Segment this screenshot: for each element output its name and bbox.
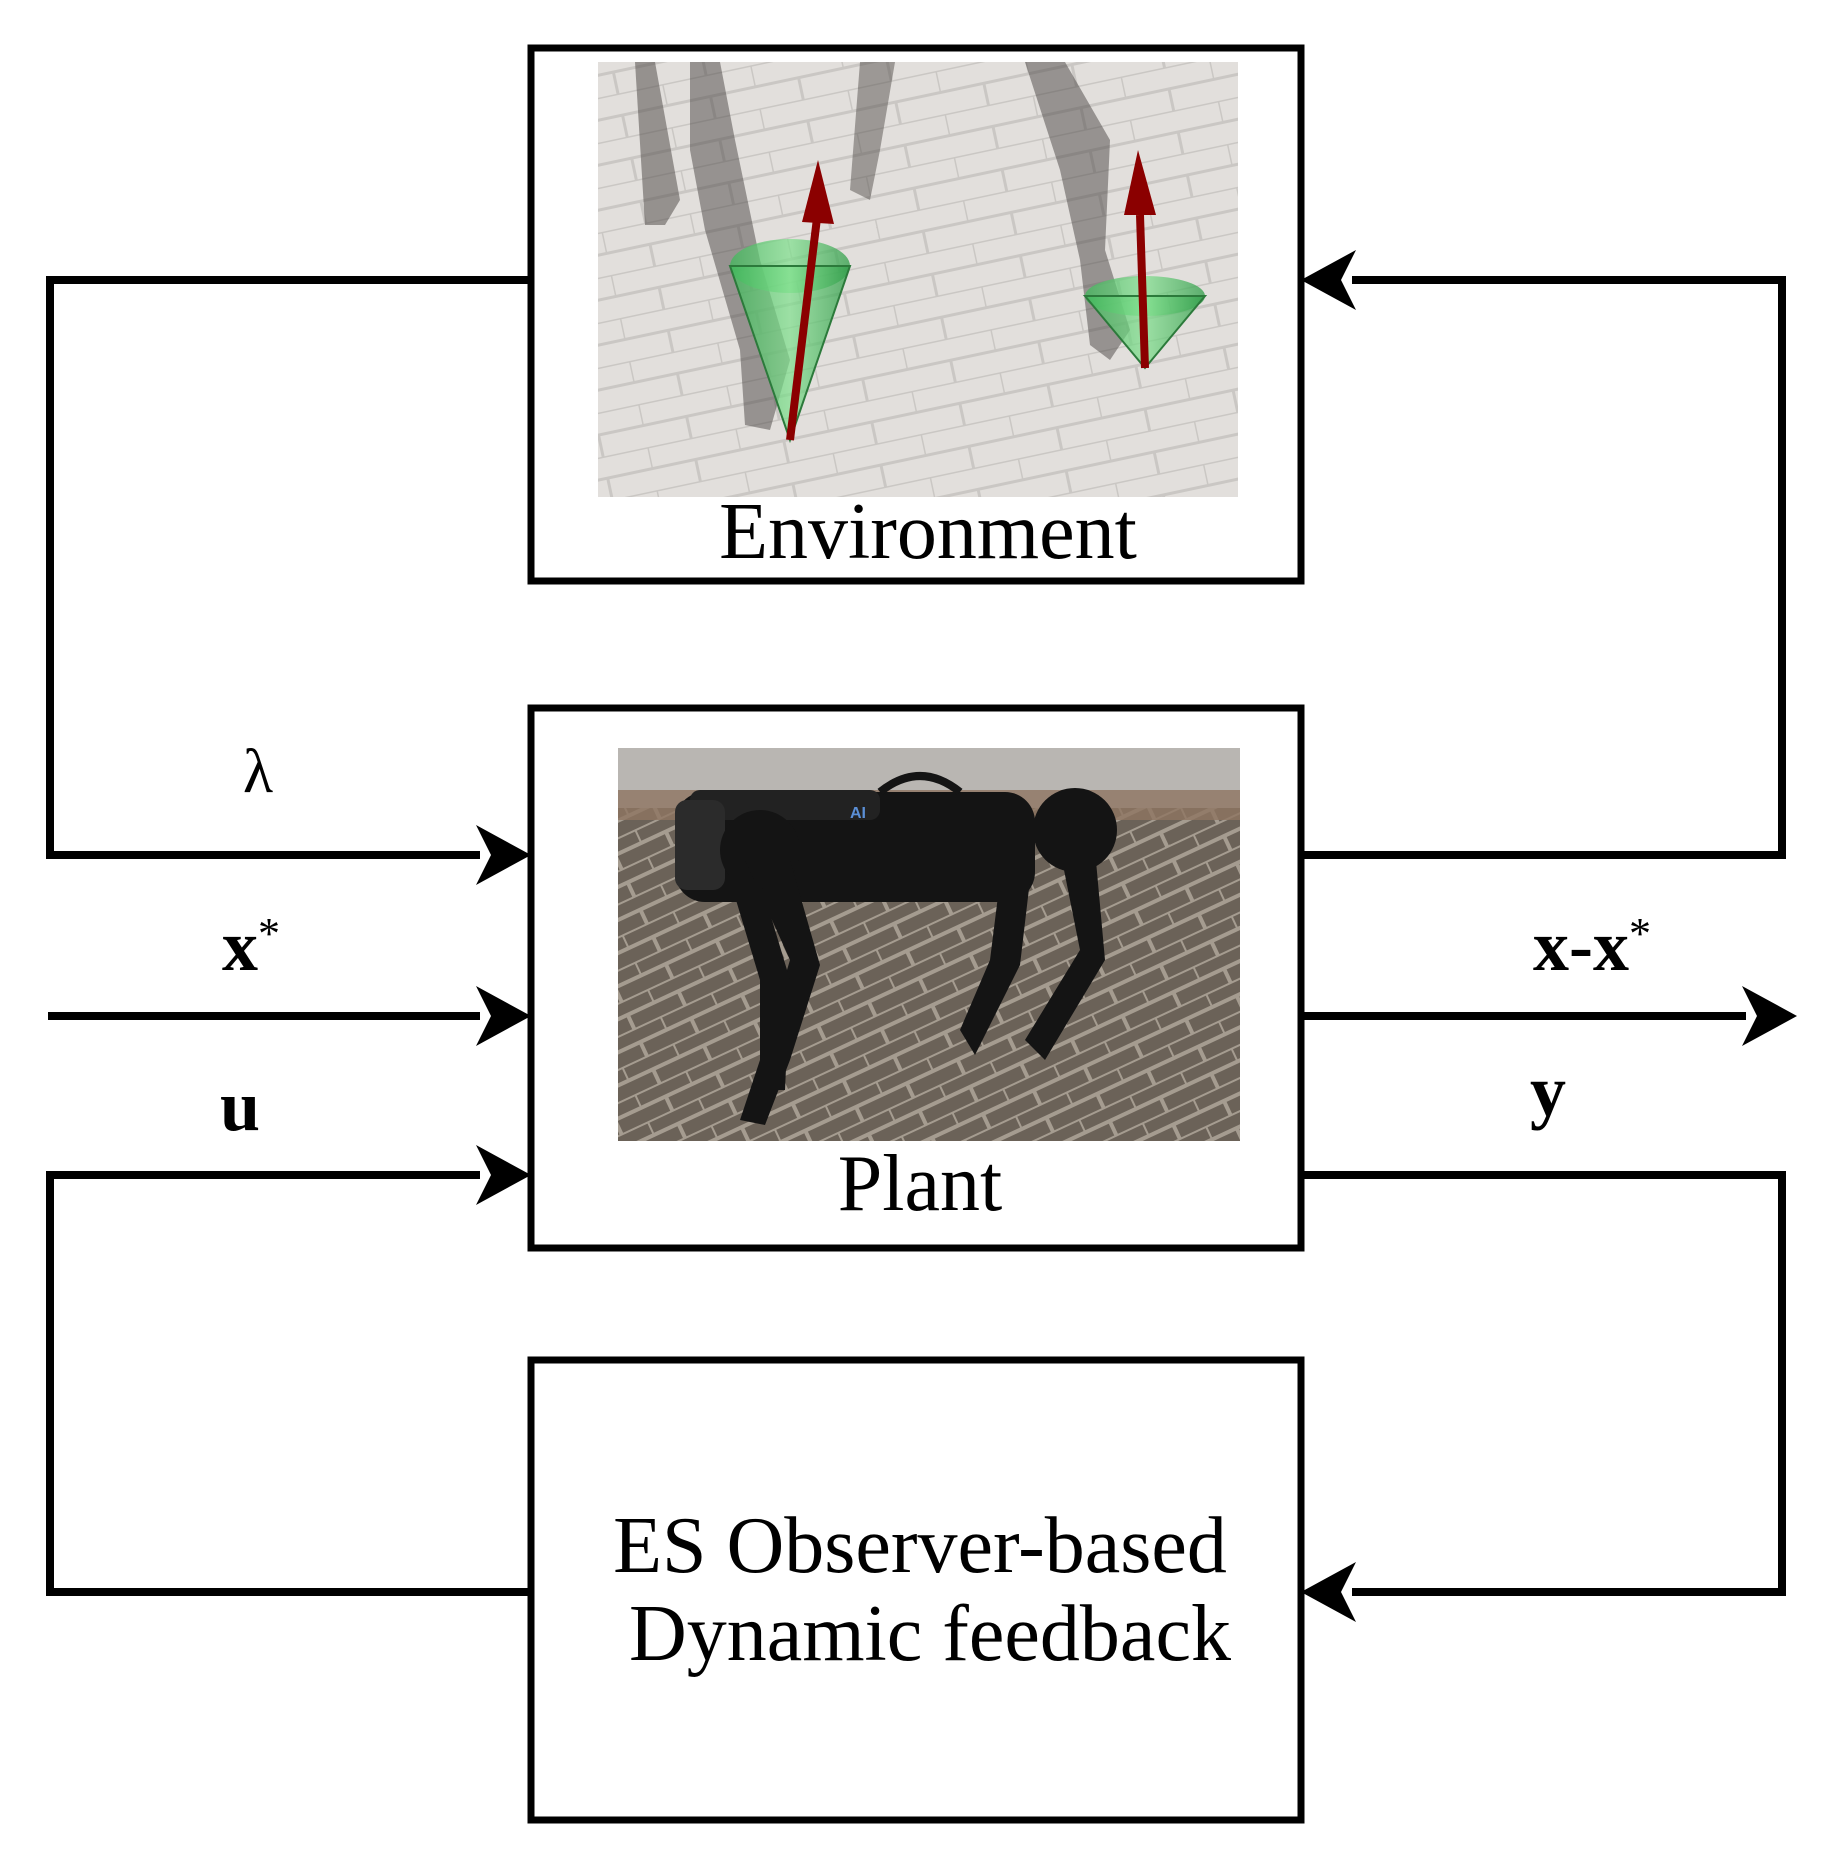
environment-photo (598, 62, 1238, 497)
reference-label: x* (222, 906, 280, 986)
output-label: y (1530, 1051, 1566, 1131)
quadruped-robot (675, 772, 1117, 1125)
control-label: u (220, 1066, 260, 1146)
controller-block: ES Observer-based Dynamic feedback (527, 1356, 1305, 1824)
error-output-wire (1301, 986, 1797, 1046)
error-output-label: x-x* (1533, 906, 1651, 986)
lambda-label: λ (243, 738, 273, 806)
controller-label-line2: Dynamic feedback (629, 1590, 1231, 1678)
plant-label: Plant (838, 1140, 1002, 1228)
force-arrow-2 (1136, 214, 1149, 369)
measurement-wire (1301, 1171, 1786, 1622)
control-wire (46, 1145, 531, 1596)
plant-block: AI Plant (527, 704, 1305, 1252)
environment-label: Environment (719, 488, 1137, 576)
controller-label-line1: ES Observer-based (613, 1502, 1227, 1590)
force-arrow-1 (786, 209, 822, 441)
lambda-wire (46, 276, 531, 885)
reference-wire (48, 986, 531, 1046)
robot-logo-text: AI (850, 805, 866, 822)
state-feedback-wire (1301, 250, 1786, 859)
environment-block: Environment (527, 44, 1305, 585)
plant-photo: AI (618, 748, 1240, 1141)
